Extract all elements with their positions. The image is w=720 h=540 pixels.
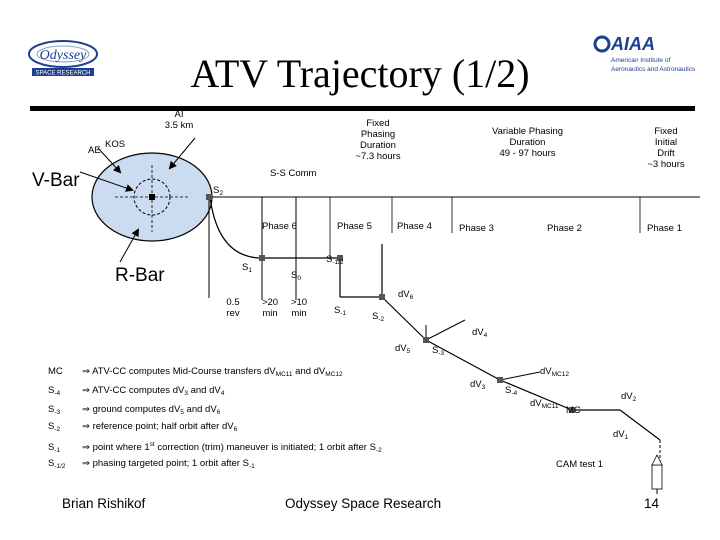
variable-phasing-label: Variable Phasing Duration 49 - 97 hours bbox=[491, 126, 564, 159]
fixed-phasing-label: Fixed Phasing Duration ~7.3 hours bbox=[355, 118, 401, 162]
odyssey-logo: Odyssey SPACE RESEARCH bbox=[26, 38, 100, 78]
odyssey-logo-text: Odyssey bbox=[40, 48, 87, 63]
cam-test-label: CAM test 1 bbox=[556, 459, 603, 470]
aiaa-logo-line1: American Institute of bbox=[611, 57, 670, 64]
title-underline bbox=[30, 106, 695, 111]
legend-row-s-2: S-2⇒ reference point; half orbit after d… bbox=[48, 421, 238, 433]
dv4-label: dV4 bbox=[472, 327, 488, 339]
aiaa-logo-graphic: AIAA American Institute of Aeronautics a… bbox=[593, 34, 696, 73]
s1-label: S1 bbox=[242, 262, 252, 274]
v-bar-label: V-Bar bbox=[32, 170, 80, 191]
aiaa-logo-text: AIAA bbox=[610, 34, 655, 54]
legend-row-s-half: S-1/2⇒ phasing targeted point; 1 orbit a… bbox=[48, 458, 255, 470]
odyssey-logo-graphic: Odyssey SPACE RESEARCH bbox=[28, 40, 98, 77]
dv6-label: dV6 bbox=[398, 289, 414, 301]
page-title: ATV Trajectory (1/2) bbox=[190, 51, 530, 96]
s-s-comm-label: S-S Comm bbox=[270, 168, 317, 179]
rocket-icon bbox=[651, 454, 663, 494]
s-minus3-label: S-3 bbox=[432, 345, 445, 357]
footer-organization: Odyssey Space Research bbox=[285, 496, 442, 511]
s-minus4-label: S-4 bbox=[505, 385, 518, 397]
phase-3-label: Phase 3 bbox=[459, 223, 494, 234]
odyssey-logo-tagline: SPACE RESEARCH bbox=[36, 71, 91, 77]
dv-mc11-label: dVMC11 bbox=[530, 398, 559, 410]
dv1-label: dV1 bbox=[613, 429, 629, 441]
r-bar-label: R-Bar bbox=[115, 265, 165, 286]
dv-mc12-label: dVMC12 bbox=[540, 366, 569, 378]
phase-1-label: Phase 1 bbox=[647, 223, 682, 234]
s-minus2-label: S-2 bbox=[372, 311, 385, 323]
kos-label: KOS bbox=[105, 139, 126, 150]
phase-2-label: Phase 2 bbox=[547, 223, 582, 234]
s-minus1-label: S-1 bbox=[334, 305, 347, 317]
fixed-initial-drift-label: Fixed Initial Drift ~3 hours bbox=[647, 126, 685, 170]
dv3-label: dV3 bbox=[470, 379, 486, 391]
s-half-label: S-1/2 bbox=[326, 254, 344, 266]
dv5-label: dV5 bbox=[395, 343, 411, 355]
duration-20-min: >20 min bbox=[261, 297, 279, 319]
phase-6-label: Phase 6 bbox=[262, 221, 297, 232]
s2-label: S2 bbox=[213, 185, 223, 197]
footer-author: Brian Rishikof bbox=[62, 496, 146, 511]
legend-row-mc: MC⇒ ATV-CC computes Mid-Course transfers… bbox=[48, 366, 343, 378]
dv2-label: dV2 bbox=[621, 391, 637, 403]
s0-label: S0 bbox=[291, 270, 301, 282]
legend-row-s-1: S-1⇒ point where 1st correction (trim) m… bbox=[48, 441, 382, 455]
phase-5-label: Phase 5 bbox=[337, 221, 372, 232]
ae-label: AE bbox=[88, 145, 101, 156]
duration-half-rev: 0.5 rev bbox=[226, 297, 240, 319]
aiaa-logo: AIAA American Institute of Aeronautics a… bbox=[593, 32, 713, 80]
legend-row-s-3: S-3⇒ ground computes dV5 and dV6 bbox=[48, 404, 221, 416]
aiaa-logo-line2: Aeronautics and Astronautics bbox=[611, 66, 696, 73]
phase-4-label: Phase 4 bbox=[397, 221, 432, 232]
legend-row-s-4: S-4⇒ ATV-CC computes dV3 and dV4 bbox=[48, 385, 225, 397]
mc-label: MC bbox=[566, 405, 581, 416]
duration-10-min: >10 min bbox=[290, 297, 308, 319]
page-number: 14 bbox=[644, 496, 660, 511]
al-distance-label: AI 3.5 km bbox=[164, 109, 194, 131]
